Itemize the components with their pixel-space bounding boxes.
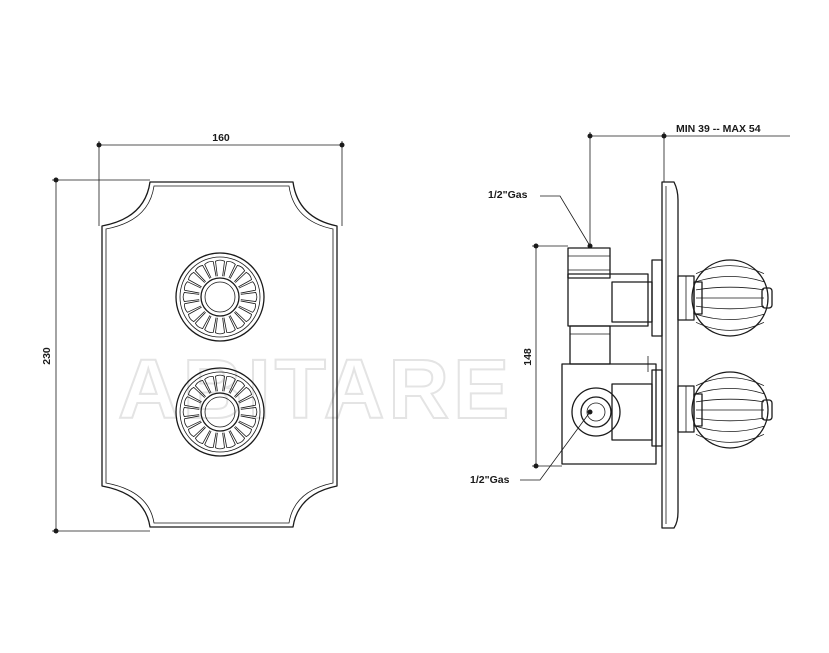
wall-plate (661, 181, 679, 529)
bottom-rosette (175, 367, 265, 457)
depth-dimension-end-right (661, 133, 667, 139)
cover-plate-inner (105, 185, 334, 524)
knob-rib (695, 286, 765, 291)
rosette-petal (223, 430, 236, 448)
inlet-top-leader-end (587, 243, 593, 249)
lower-flange (651, 369, 663, 447)
rosette-petal (240, 407, 258, 417)
knob-rib (695, 313, 765, 320)
rosette-petal (184, 415, 202, 428)
inlet-bottom-leader (520, 411, 591, 481)
knob-ball (691, 259, 769, 337)
rosette-petal (182, 407, 200, 417)
rosette-petal (188, 386, 205, 403)
rosette-petal (229, 427, 246, 444)
valve-body-lower (561, 363, 657, 465)
height-dimension-label: 230 (41, 347, 53, 365)
knob-rib (695, 425, 765, 432)
valve-connector (569, 325, 611, 365)
upper-flange (651, 259, 663, 337)
rosette-petal (215, 432, 225, 450)
rosette-petal (235, 421, 252, 438)
knob-ball (691, 371, 769, 449)
lower-inlet-ring (580, 396, 612, 428)
knob-rib (695, 321, 765, 331)
knob-rib (695, 388, 765, 395)
width-dimension-end-left (96, 142, 102, 148)
rosette-inner-ring (179, 256, 261, 338)
rosette-petal (184, 396, 202, 409)
depth-dimension-label: MIN 39 -- MAX 54 (676, 123, 761, 135)
rosette-petal (204, 376, 217, 394)
rosette-petal (235, 271, 252, 288)
rosette-petal (215, 317, 225, 335)
rosette-petal (194, 380, 211, 397)
valve-spindle-lower (611, 383, 653, 441)
rosette-petal (223, 261, 236, 279)
height-dimension-end-top (53, 177, 59, 183)
rosette-petal (194, 312, 211, 329)
width-dimension-end-right (339, 142, 345, 148)
rosette-petal (229, 312, 246, 329)
rosette-center-ring (200, 392, 240, 432)
rosette-petal (215, 374, 225, 392)
knob-rib (695, 433, 765, 443)
knob-rib (695, 377, 765, 387)
lower-knob (691, 371, 773, 449)
lower-inlet-outer (571, 387, 621, 437)
inlet-top-leader (540, 195, 591, 247)
rosette-petal (240, 292, 258, 302)
rosette-petal (188, 306, 205, 323)
width-dimension-label: 160 (212, 132, 230, 144)
depth-dimension-end-left (587, 133, 593, 139)
rosette-petal (238, 396, 256, 409)
rosette-petal (194, 265, 211, 282)
rosette-petal (215, 259, 225, 277)
rosette-petal (229, 380, 246, 397)
inlet-top-label: 1/2"Gas (488, 189, 528, 201)
rosette-petal (204, 430, 217, 448)
rosette-petal (235, 386, 252, 403)
rosette-petal (184, 300, 202, 313)
rosette-outer-ring (175, 252, 265, 342)
rosette-petal (235, 306, 252, 323)
rosette-center-hole (204, 396, 236, 428)
rosette-petal (238, 415, 256, 428)
spacing-dimension-end-bottom (533, 463, 539, 469)
rosette-petal (188, 421, 205, 438)
height-dimension-end-bottom (53, 528, 59, 534)
rosette-petal (188, 271, 205, 288)
rosette-inner-ring (179, 371, 261, 453)
knob-rib (695, 417, 765, 422)
rosette-petal (223, 376, 236, 394)
rosette-petal (204, 315, 217, 333)
front-view: 160 230 (41, 132, 345, 534)
rosette-petal (223, 315, 236, 333)
rosette-outer-ring (175, 367, 265, 457)
rosette-petal (194, 427, 211, 444)
lower-inlet-bore (586, 402, 606, 422)
knob-rib (695, 276, 765, 283)
side-view: MIN 39 -- MAX 54 1/2"Gas 148 1/2"Gas (470, 123, 790, 529)
spacing-dimension-label: 148 (522, 348, 534, 366)
rosette-center-hole (204, 281, 236, 313)
knob-rib (695, 305, 765, 310)
rosette-petal (184, 281, 202, 294)
inlet-bottom-label: 1/2"Gas (470, 474, 510, 486)
rosette-petal (204, 261, 217, 279)
valve-spindle-upper (611, 281, 653, 323)
rosette-petal (229, 265, 246, 282)
knob-rib (695, 265, 765, 275)
rosette-petal (238, 300, 256, 313)
spacing-dimension-end-top (533, 243, 539, 249)
knob-rib (695, 398, 765, 403)
cover-plate-outer (101, 181, 338, 528)
top-rosette (175, 252, 265, 342)
rosette-center-ring (200, 277, 240, 317)
rosette-petal (238, 281, 256, 294)
inlet-bottom-leader-end (587, 409, 593, 415)
upper-knob (691, 259, 773, 337)
rosette-petal (182, 292, 200, 302)
